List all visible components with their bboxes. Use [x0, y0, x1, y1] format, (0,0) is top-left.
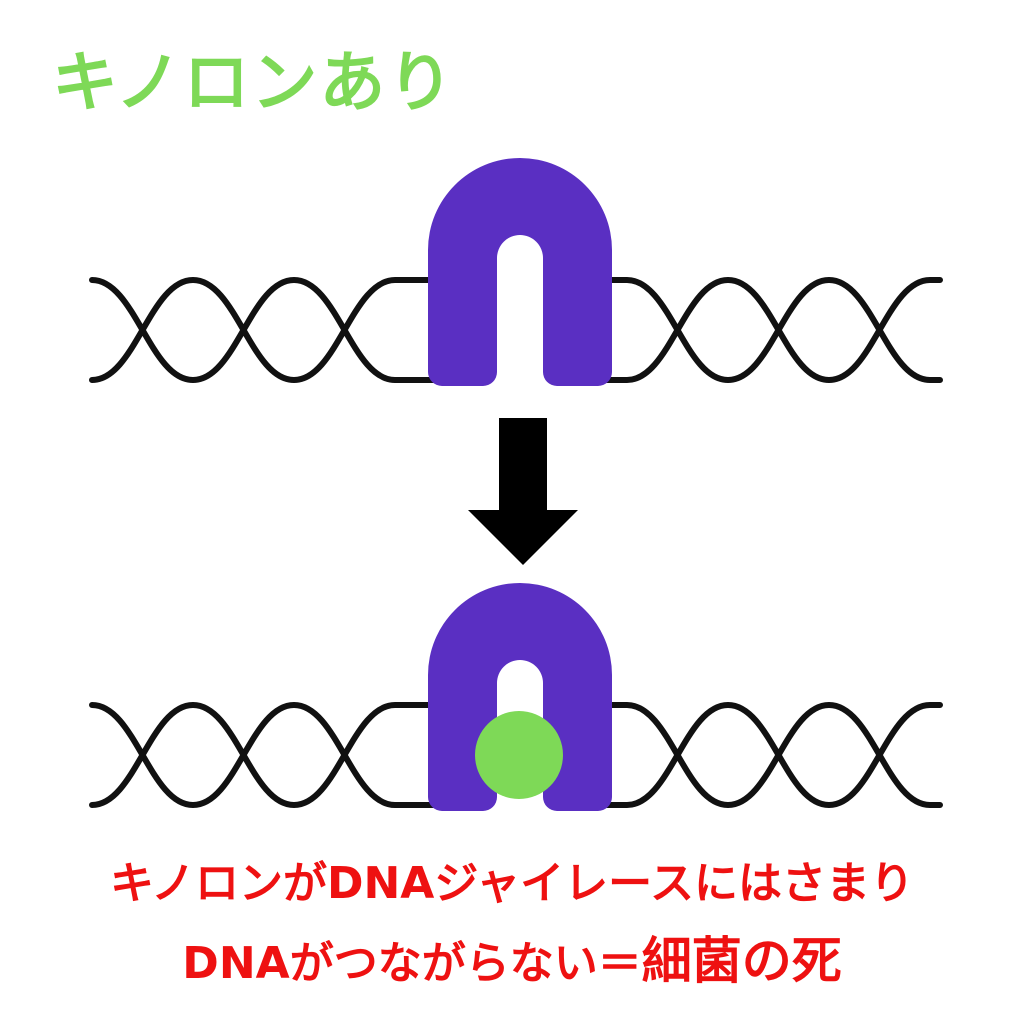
caption-line-1: キノロンがDNAジャイレースにはさまり: [110, 858, 914, 909]
caption-line-2: DNAがつながらない＝細菌の死: [0, 936, 1024, 986]
quinolone-circle-icon: [475, 711, 563, 799]
caption-line-2-emphasis: 細菌の死: [641, 932, 842, 990]
dna-strand-bottom-b: [89, 701, 448, 809]
dna-strand-top-b: [89, 276, 448, 384]
dna-helix-top: [89, 276, 943, 384]
dna-strand-top-d: [592, 276, 943, 384]
caption-line-2-prefix: DNAがつながらない＝: [182, 938, 642, 989]
dna-strand-bottom-d: [592, 701, 943, 809]
dna-helix-bottom: [89, 701, 943, 809]
dna-strand-top-c: [592, 276, 943, 384]
title: キノロンあり: [52, 44, 456, 121]
dna-gyrase-arch-icon-top: [428, 158, 612, 386]
dna-gyrase-arch-icon-bottom: [428, 583, 612, 811]
arrow-down-icon: [468, 418, 578, 565]
dna-strand-bottom-c: [592, 701, 943, 809]
